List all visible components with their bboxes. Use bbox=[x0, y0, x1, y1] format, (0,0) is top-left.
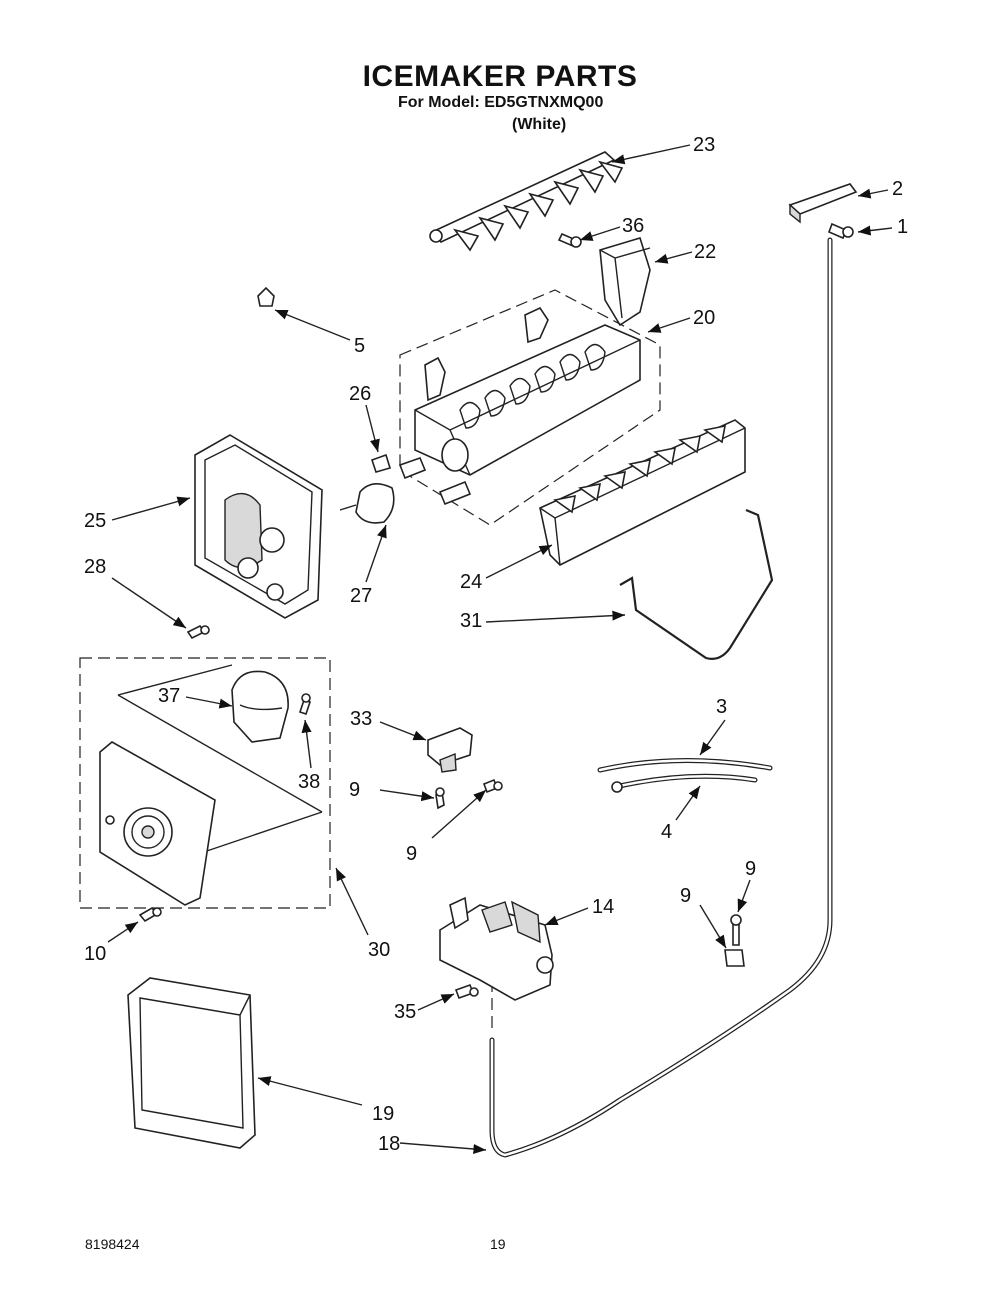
callout-label: 9 bbox=[349, 779, 360, 801]
callout-label: 9 bbox=[745, 858, 756, 880]
clamp-part-14 bbox=[724, 949, 745, 967]
callout-label: 33 bbox=[350, 708, 372, 730]
callout-label: 9 bbox=[680, 885, 691, 907]
callout-label: 5 bbox=[354, 335, 365, 357]
callout-label: 30 bbox=[368, 939, 390, 961]
shutoff-arm-part-31 bbox=[619, 508, 774, 660]
callout-label: 20 bbox=[693, 307, 715, 329]
thermostat-clip-part-26 bbox=[370, 453, 392, 473]
callout-label: 37 bbox=[158, 685, 180, 707]
motor-module-assembly-part-35 bbox=[79, 657, 331, 909]
callout-label: 35 bbox=[394, 1001, 416, 1023]
callout-label: 14 bbox=[592, 896, 614, 918]
clip-part-5 bbox=[257, 286, 275, 307]
screw-part-9-c bbox=[730, 914, 742, 946]
screw-part-19 bbox=[454, 983, 479, 1000]
callout-label: 25 bbox=[84, 510, 106, 532]
callout-label: 26 bbox=[349, 383, 371, 405]
stripper-part-24 bbox=[539, 419, 746, 566]
color-line: (White) bbox=[512, 116, 567, 133]
module-plate bbox=[99, 741, 216, 906]
motor-part-37 bbox=[231, 670, 289, 743]
bracket-part-2 bbox=[788, 183, 858, 224]
screw-part-28 bbox=[186, 624, 210, 640]
callout-label: 38 bbox=[298, 771, 320, 793]
ice-mold-part-20 bbox=[398, 289, 661, 526]
callout-label: 22 bbox=[694, 241, 716, 263]
fill-cup-part-22 bbox=[599, 237, 651, 327]
callout-label: 24 bbox=[460, 571, 482, 593]
model-line: For Model: ED5GTNXMQ00 bbox=[398, 94, 604, 111]
callout-label: 23 bbox=[693, 134, 715, 156]
screw-part-38 bbox=[298, 693, 312, 716]
callout-label: 3 bbox=[716, 696, 727, 718]
control-housing-part-25 bbox=[194, 434, 323, 619]
screw-part-9-a bbox=[435, 787, 445, 810]
water-valve-part-10 bbox=[439, 896, 554, 1001]
callout-label: 1 bbox=[897, 216, 908, 238]
callout-label: 2 bbox=[892, 178, 903, 200]
tube-part-4 bbox=[611, 773, 758, 793]
callout-label: 10 bbox=[84, 943, 106, 965]
thermostat-part-27 bbox=[339, 483, 395, 524]
callout-label: 36 bbox=[622, 215, 644, 237]
callout-label: 27 bbox=[350, 585, 372, 607]
screw-part-36 bbox=[557, 232, 582, 248]
page-title: ICEMAKER PARTS bbox=[362, 60, 638, 93]
cover-part-33 bbox=[427, 727, 473, 773]
document-number: 8198424 bbox=[85, 1236, 140, 1252]
callout-label: 9 bbox=[406, 843, 417, 865]
page-number: 19 bbox=[490, 1236, 506, 1252]
callout-label: 31 bbox=[460, 610, 482, 632]
screw-part-9-b bbox=[482, 778, 503, 794]
tube-part-3 bbox=[597, 758, 773, 773]
callout-label: 28 bbox=[84, 556, 106, 578]
callout-label: 18 bbox=[378, 1133, 400, 1155]
water-tube-part-7 bbox=[489, 237, 833, 1158]
leader-lines bbox=[107, 144, 893, 1155]
cover-part-18 bbox=[127, 977, 256, 1149]
screw-part-1 bbox=[827, 222, 854, 240]
callout-labels: 23 2 1 36 22 5 20 26 25 27 28 24 31 37 3… bbox=[84, 134, 908, 1155]
callout-label: 19 bbox=[372, 1103, 394, 1125]
screw-part-30 bbox=[138, 906, 162, 923]
ejector-blade-part-23 bbox=[429, 151, 624, 252]
callout-label: 4 bbox=[661, 821, 672, 843]
